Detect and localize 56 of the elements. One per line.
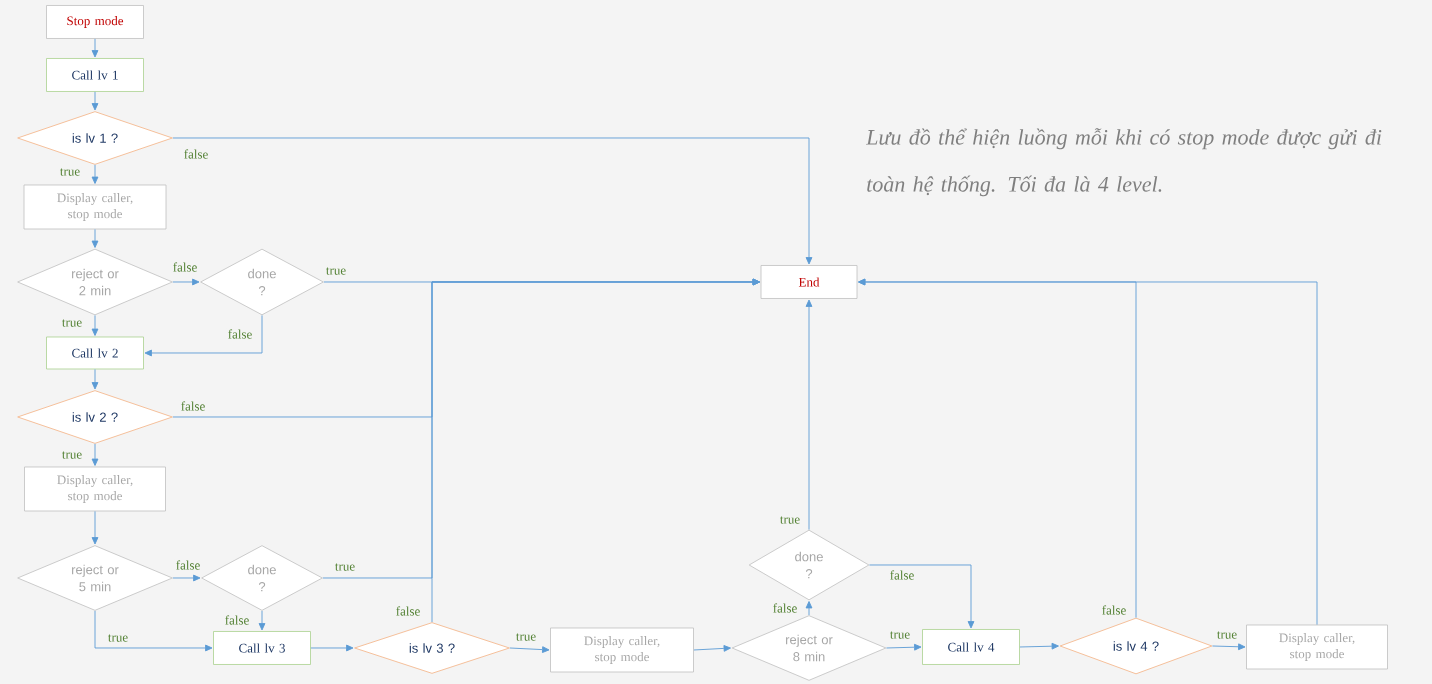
edge-label: false: [771, 602, 799, 614]
edge-label: false: [179, 400, 207, 412]
arrow: [1211, 643, 1246, 651]
arrow: [172, 574, 201, 582]
arrow: [310, 644, 354, 652]
arrow: [885, 643, 922, 651]
edge-label: true: [333, 562, 357, 572]
process-box: Display caller, stop mode: [550, 627, 694, 673]
arrow: [805, 299, 813, 531]
edge-label: true: [58, 167, 82, 177]
edge-label: true: [1215, 630, 1239, 640]
arrow: [91, 314, 99, 336]
edge-label: false: [171, 261, 199, 273]
arrow: [172, 137, 813, 265]
process-box: Call lv 3: [213, 631, 311, 665]
arrow: [431, 278, 760, 623]
edge-label: true: [60, 318, 84, 328]
process-box: Display caller, stop mode: [24, 466, 166, 512]
edge-label: true: [778, 515, 802, 525]
terminal-box: Stop mode: [46, 5, 144, 39]
arrow: [1019, 642, 1059, 650]
edge-label: false: [394, 605, 422, 617]
process-box: Call lv 1: [46, 58, 144, 92]
edge-label: false: [223, 614, 251, 626]
edge-label: true: [888, 630, 912, 640]
arrow: [91, 368, 99, 390]
process-box: Display caller, stop mode: [1246, 624, 1388, 670]
edge-label: false: [888, 569, 916, 581]
arrow: [91, 164, 99, 184]
arrow: [91, 91, 99, 111]
edge-label: false: [1100, 604, 1128, 616]
arrow: [805, 601, 813, 616]
arrow: [91, 510, 99, 545]
edge-label: false: [226, 328, 254, 340]
edge-label: true: [324, 266, 348, 276]
arrow: [91, 443, 99, 466]
arrow: [858, 278, 1318, 626]
caption-text: Lưu đồ thể hiện luồng mỗi khi có stop mode được gửi đi toàn hệ thống. Tối đa là 4 level.: [865, 128, 1382, 197]
edge-label: false: [174, 559, 202, 571]
process-box: Call lv 4: [922, 629, 1020, 665]
arrow: [509, 646, 550, 653]
arrow: [91, 228, 99, 248]
edge-label: true: [60, 450, 84, 460]
arrow: [91, 38, 99, 58]
edge-label: false: [182, 148, 210, 160]
edge-label: true: [106, 633, 130, 643]
arrow: [94, 610, 213, 652]
arrow: [258, 610, 266, 631]
arrow: [172, 278, 200, 286]
process-box: Call lv 2: [46, 336, 144, 370]
process-box: Display caller, stop mode: [23, 184, 167, 230]
arrow: [868, 564, 975, 629]
terminal-box: End: [760, 265, 858, 299]
edge-label: true: [514, 632, 538, 642]
arrow: [693, 645, 731, 652]
arrow: [144, 314, 263, 357]
